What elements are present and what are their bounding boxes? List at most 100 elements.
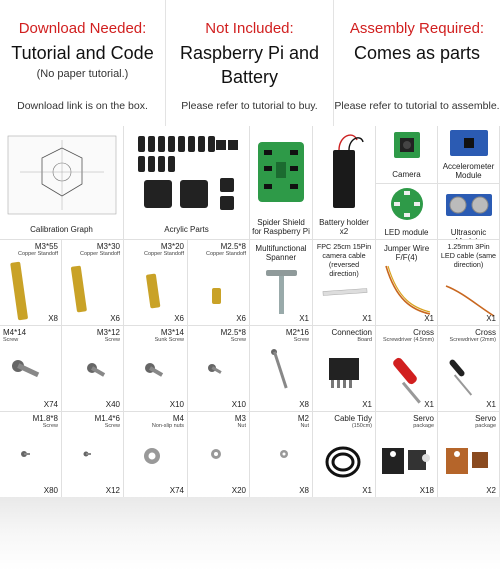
led-module-image	[391, 188, 423, 220]
quantity: X2	[486, 486, 496, 495]
acrylic-parts-label: Acrylic Parts	[164, 225, 209, 234]
spider-shield-label: Spider Shield for Raspberry Pi	[252, 218, 310, 236]
standoff-image	[10, 261, 28, 321]
accelerometer-image	[450, 130, 488, 156]
battery-holder-image	[333, 134, 364, 208]
nut-image	[144, 448, 160, 464]
ultrasonic-cell: Ultrasonic Module	[438, 184, 500, 240]
part-label: Jumper Wire F/F(4)	[383, 244, 430, 262]
part-cell: FPC 25cm 15Pin camera cable (reversed di…	[313, 240, 376, 326]
not-included-heading: Not Included:	[205, 20, 294, 37]
quantity: X10	[231, 400, 246, 409]
connection-board-image	[329, 358, 359, 388]
quantity: X1	[299, 314, 309, 323]
nut-image	[280, 450, 288, 458]
accelerometer-label: Accelerometer Module	[442, 162, 495, 180]
led-module-label: LED module	[384, 228, 429, 237]
quantity: X1	[362, 486, 372, 495]
screw-image	[208, 364, 222, 374]
quantity: X74	[169, 486, 184, 495]
ultrasonic-image	[446, 194, 492, 216]
screw-image	[21, 451, 30, 457]
camera-label: Camera	[392, 170, 421, 179]
comes-as-parts-title: Comes as parts	[353, 43, 481, 63]
accelerometer-cell: Accelerometer Module	[438, 126, 500, 184]
fpc-cable-image	[322, 288, 368, 296]
nut-image	[211, 449, 221, 459]
quantity: X1	[424, 400, 434, 409]
part-cell: Cable Tidy(150cm) X1	[313, 412, 376, 498]
spider-shield-cell: Spider Shield for Raspberry Pi	[250, 126, 313, 240]
quantity: X8	[48, 314, 58, 323]
servo-image	[382, 448, 430, 474]
header-not-included: Not Included: Raspberry Pi and Battery P…	[166, 0, 334, 126]
acrylic-parts-image	[138, 136, 238, 210]
quantity: X8	[299, 486, 309, 495]
download-needed-heading: Download Needed:	[18, 20, 147, 37]
servo-image	[446, 448, 488, 474]
quantity: X80	[43, 486, 58, 495]
screw-image	[271, 349, 288, 389]
quantity: X1	[424, 314, 434, 323]
camera-cell: Camera	[376, 126, 438, 184]
led-cable-image	[445, 285, 495, 317]
quantity: X1	[486, 400, 496, 409]
quantity: X40	[105, 400, 120, 409]
header-row: Download Needed: Tutorial and Code (No p…	[0, 0, 500, 126]
part-label: Multifunctional Spanner	[255, 244, 307, 262]
quantity: X8	[299, 400, 309, 409]
calibration-graph-image	[7, 135, 117, 215]
screw-image	[145, 363, 164, 377]
ultrasonic-label: Ultrasonic Module	[450, 228, 487, 239]
screw-image	[83, 451, 91, 457]
bottom-reflection	[0, 497, 500, 571]
part-cell: Multifunctional Spanner X1	[250, 240, 313, 326]
standoff-image	[146, 273, 161, 309]
part-label: Cable Tidy(150cm)	[334, 414, 372, 429]
screwdriver-image	[393, 357, 421, 404]
raspberry-pi-battery-title: Raspberry Pi and Battery	[179, 43, 320, 87]
tutorial-and-code-title: Tutorial and Code	[11, 43, 154, 63]
part-cell: 1.25mm 3Pin LED cable (same direction) X…	[438, 240, 500, 326]
camera-image	[394, 132, 420, 158]
header-assembly: Assembly Required: Comes as parts Please…	[334, 0, 500, 126]
cable-tidy-image	[325, 446, 361, 478]
part-label: 1.25mm 3Pin LED cable (same direction)	[440, 242, 497, 269]
part-label: FPC 25cm 15Pin camera cable (reversed di…	[316, 242, 372, 278]
part-cell: Jumper Wire F/F(4) X1	[376, 240, 438, 326]
quantity: X18	[419, 486, 434, 495]
standoff-image	[70, 265, 87, 313]
quantity: X1	[486, 314, 496, 323]
buy-tutorial-note: Please refer to tutorial to buy.	[181, 100, 318, 112]
quantity: X1	[362, 400, 372, 409]
calibration-graph-label: Calibration Graph	[30, 225, 93, 234]
